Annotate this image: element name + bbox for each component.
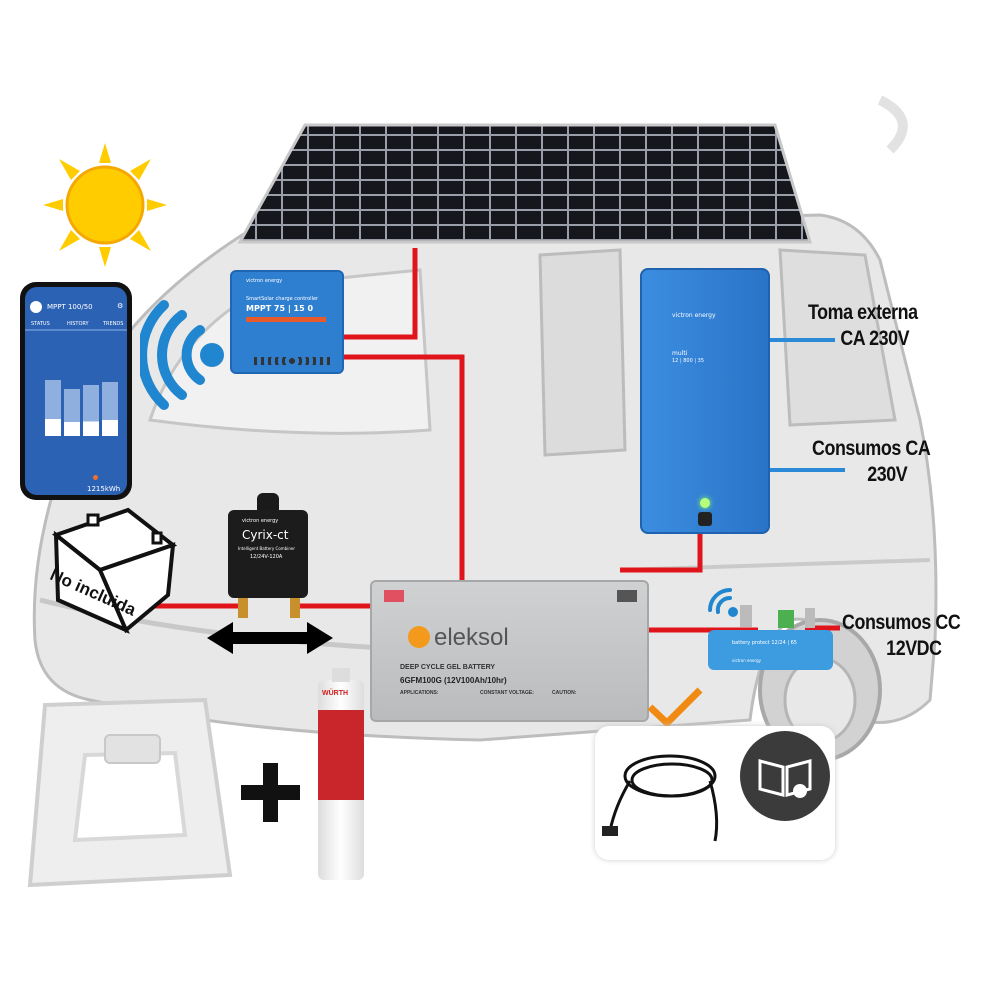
cyrix-battery-combiner: victron energy Cyrix-ct Intelligent Batt… [228, 510, 308, 598]
history-bar [45, 380, 61, 436]
cyrix-rating: 12/24V-120A [250, 554, 283, 560]
mppt-model: MPPT 75 | 15 0 [246, 304, 314, 313]
gear-icon[interactable]: ⚙ [117, 302, 124, 310]
label-consumos-cc: Consumos CC 12VDC [842, 611, 961, 660]
history-bar [64, 389, 80, 436]
solar-cable-icon [602, 754, 719, 842]
solar-panel [237, 123, 813, 244]
inverter-charger: victron energy multi 12 | 800 | 35 [640, 268, 770, 534]
app-title: MPPT 100/50 [47, 303, 93, 311]
inverter-rating: 12 | 800 | 35 [672, 358, 704, 364]
eleksol-logo [408, 626, 430, 648]
app-avatar [30, 301, 42, 313]
negative-terminal [617, 590, 637, 602]
protect-connector [778, 610, 794, 628]
label-toma-externa: Toma externa CA 230V [808, 301, 918, 350]
app-screen: MPPT 100/50 ⚙ STATUS HISTORY TRENDS 1215… [25, 287, 127, 495]
smartphone-victronconnect-app: MPPT 100/50 ⚙ STATUS HISTORY TRENDS 1215… [20, 282, 132, 500]
history-bar [83, 385, 99, 436]
cyrix-mount-tab [257, 493, 279, 513]
cyrix-brand: victron energy [242, 518, 279, 524]
checkmark-icon [647, 687, 703, 728]
protect-terminal [740, 605, 752, 627]
status-led [700, 498, 710, 508]
battery-type: DEEP CYCLE GEL BATTERY [400, 664, 496, 671]
battery-protect-label: battery protect 12/24 | 65 [732, 640, 797, 646]
positive-terminal [384, 590, 404, 602]
gel-battery: eleksol DEEP CYCLE GEL BATTERY 6GFM100G … [370, 580, 649, 722]
battery-caution: CAUTION: [552, 690, 577, 696]
starter-battery-not-included [51, 507, 178, 634]
cyrix-model: Cyrix-ct [242, 528, 289, 542]
mppt-brand: victron energy [246, 278, 283, 284]
included-accessories-box [595, 726, 835, 860]
cyrix-subtitle: Intelligent Battery Combiner [238, 546, 295, 551]
protect-terminal [805, 608, 815, 628]
cyrix-terminal [290, 598, 300, 618]
battery-brand: eleksol [434, 624, 509, 651]
sealant-brand: WÜRTH [322, 690, 349, 697]
wireless-signal-icon [140, 300, 224, 410]
sealant-tube: WÜRTH [318, 668, 364, 880]
inverter-brand: victron energy [672, 312, 716, 319]
cyrix-terminal [238, 598, 248, 618]
mppt-charge-controller: victron energy SmartSolar charge control… [230, 270, 344, 374]
battery-applications: APPLICATIONS: [400, 690, 439, 696]
history-bar [102, 382, 118, 436]
mppt-subtitle: SmartSolar charge controller [246, 296, 319, 302]
plus-icon [241, 763, 300, 822]
battery-model: 6GFM100G (12V100Ah/10hr) [400, 676, 507, 685]
bidirectional-arrow-icon [207, 622, 333, 654]
battery-protect-brand: victron energy [732, 658, 761, 663]
tab-history[interactable]: HISTORY [67, 321, 89, 327]
panel-mounting-bracket [27, 697, 233, 888]
tab-status[interactable]: STATUS [31, 321, 50, 327]
sun-icon [43, 143, 167, 267]
wireless-signal-icon [708, 588, 738, 617]
label-consumos-ca: Consumos CA 230V [812, 437, 931, 486]
tab-trends[interactable]: TRENDS [103, 321, 124, 327]
lifetime-total: 1215kWh [87, 485, 121, 493]
inverter-model: multi [672, 350, 688, 357]
battery-protect: battery protect 12/24 | 65 victron energ… [708, 630, 833, 670]
manual-book-icon [740, 731, 830, 821]
battery-constant-voltage: CONSTANT VOLTAGE: [480, 690, 534, 696]
